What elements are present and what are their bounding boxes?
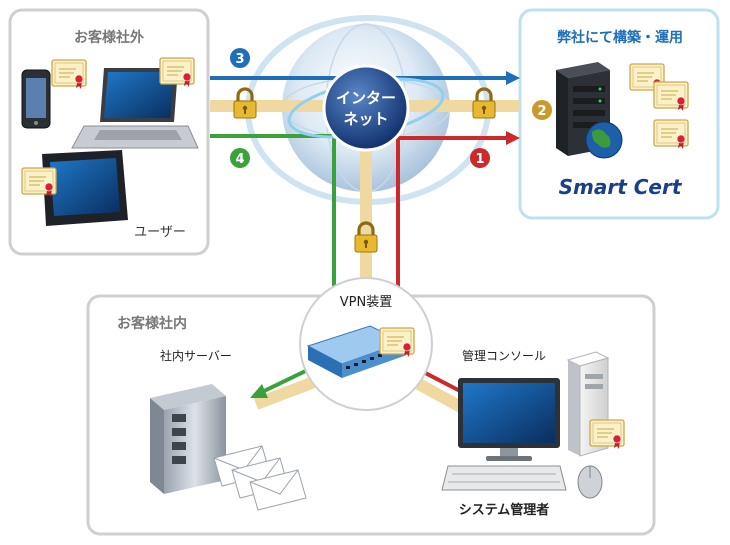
certificate-icon bbox=[589, 419, 625, 450]
svg-text:4: 4 bbox=[235, 152, 244, 167]
step-3-badge: 3 bbox=[230, 48, 250, 68]
certificate-icon bbox=[159, 57, 195, 88]
svg-text:3: 3 bbox=[235, 52, 244, 67]
svg-text:2: 2 bbox=[537, 104, 546, 119]
admin-label: システム管理者 bbox=[459, 502, 550, 518]
mouse-icon bbox=[577, 465, 603, 499]
laptop-icon bbox=[71, 68, 199, 149]
earth-icon bbox=[585, 121, 623, 159]
smartphone-icon bbox=[21, 69, 51, 129]
internal-server-label: 社内サーバー bbox=[160, 348, 232, 363]
console-label: 管理コンソール bbox=[462, 348, 546, 363]
vpn-device bbox=[299, 277, 433, 411]
internal-server-icon bbox=[150, 384, 226, 494]
server-rack-icon bbox=[556, 62, 610, 156]
company-title: 弊社にて構築・運用 bbox=[557, 29, 683, 46]
internet-badge bbox=[287, 64, 445, 152]
monitor-icon bbox=[458, 378, 560, 461]
envelope-icon bbox=[213, 445, 307, 511]
step-1-badge: 1 bbox=[470, 148, 490, 168]
customer-inside-title: お客様社内 bbox=[117, 315, 187, 332]
internet-label-line1: インター bbox=[336, 89, 396, 107]
certificate-icon bbox=[21, 167, 57, 198]
company-frame bbox=[518, 8, 720, 220]
lock-icon bbox=[232, 87, 258, 120]
customer-outside-title: お客様社外 bbox=[74, 29, 144, 46]
step-2-badge: 2 bbox=[532, 100, 552, 120]
certificate-icon bbox=[51, 59, 87, 90]
keyboard-icon bbox=[441, 465, 567, 491]
route-1-arrowhead bbox=[506, 131, 520, 145]
certificate-icon bbox=[379, 327, 415, 358]
route-4-arrowhead bbox=[250, 384, 268, 398]
internet-label-line2: ネット bbox=[343, 110, 388, 128]
certificate-icon bbox=[653, 81, 689, 112]
certificate-icon bbox=[653, 119, 689, 150]
brand-logo: Smart Cert bbox=[559, 175, 683, 199]
user-label: ユーザー bbox=[134, 225, 186, 240]
tablet-icon bbox=[42, 150, 128, 226]
vpn-label: VPN装置 bbox=[340, 295, 392, 310]
step-4-badge: 4 bbox=[230, 148, 250, 168]
svg-text:1: 1 bbox=[475, 152, 484, 167]
